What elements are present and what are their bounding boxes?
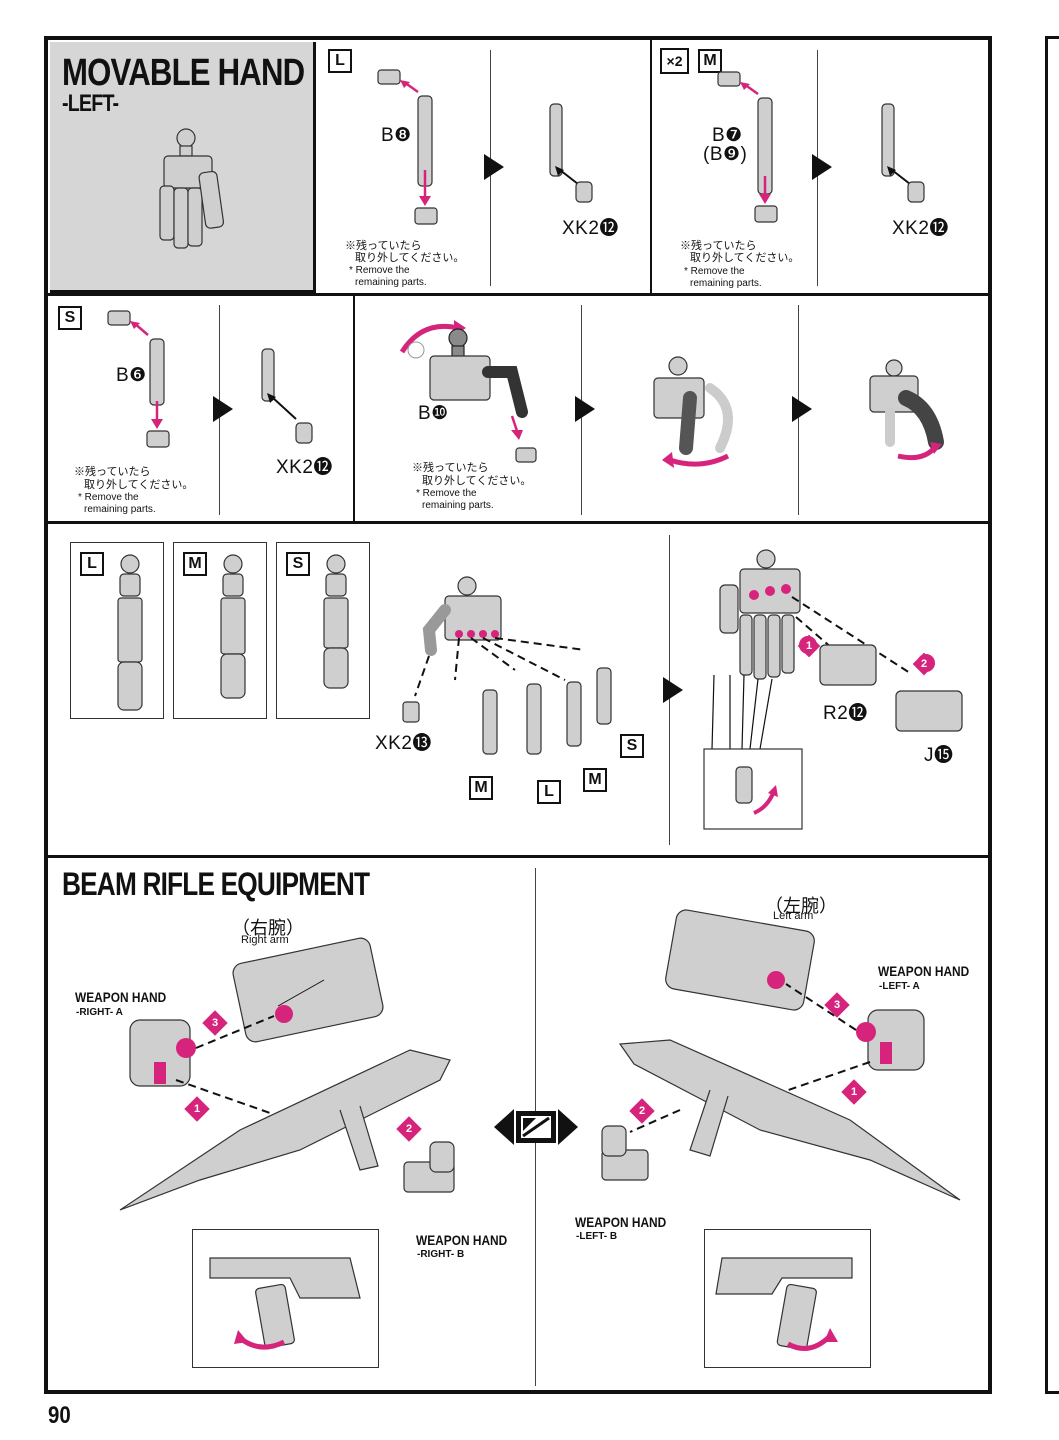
palm-final-illustration xyxy=(869,359,944,461)
palm-assembly-step xyxy=(399,320,537,463)
size-tag-s: S xyxy=(58,306,82,330)
part-label-xk2-13: XK2⓭ xyxy=(375,733,432,754)
weapon-hand-left-b-title: WEAPON HAND xyxy=(575,1214,667,1230)
finger-tag-m2: M xyxy=(583,768,607,792)
weapon-hand-right-a-sub: -RIGHT- A xyxy=(76,1007,123,1018)
finger-tag-s: S xyxy=(620,734,644,758)
part-label-xk2-12-s: XK2⓬ xyxy=(276,457,333,478)
divider-row1 xyxy=(48,293,988,296)
section-subtitle: -LEFT- xyxy=(62,90,119,117)
finger-s-sprue xyxy=(107,310,170,448)
beam-rifle-left-illustration xyxy=(601,909,961,1201)
right-arm-jp: （右腕） xyxy=(232,918,304,938)
weapon-hand-right-a-title: WEAPON HAND xyxy=(75,989,167,1005)
part-label-b9: (B❾) xyxy=(703,144,748,165)
part-label-xk2-12-m: XK2⓬ xyxy=(892,218,949,239)
part-label-b10: B❿ xyxy=(418,403,449,424)
weapon-hand-left-a-title: WEAPON HAND xyxy=(878,963,970,979)
next-arrow xyxy=(213,396,233,422)
back-plate-assembly xyxy=(703,549,963,830)
finger-m-sprue xyxy=(717,71,778,223)
finger-l-assembly xyxy=(549,103,593,203)
part-label-b7: B❼ xyxy=(712,125,743,146)
weapon-hand-left-b-sub: -LEFT- B xyxy=(576,1231,618,1242)
divider-row2 xyxy=(48,521,988,524)
weapon-hand-left-a-sub: -LEFT- A xyxy=(879,981,920,992)
page-number: 90 xyxy=(48,1402,71,1429)
finger-l-sprue xyxy=(377,69,438,225)
beam-rifle-title: BEAM RIFLE EQUIPMENT xyxy=(62,866,370,902)
beam-rifle-right-illustration xyxy=(119,937,455,1211)
finger-assembly-diagram xyxy=(402,576,612,755)
part-label-xk2-12-l: XK2⓬ xyxy=(562,218,619,239)
next-arrow xyxy=(484,154,504,180)
part-label-b6: B❻ xyxy=(116,365,147,386)
part-label-j15: J⓯ xyxy=(924,745,954,766)
palm-rotate-illustration xyxy=(653,356,733,468)
next-page-edge xyxy=(1045,36,1048,1394)
next-arrow xyxy=(575,396,595,422)
left-arm-en: Left arm xyxy=(773,910,814,922)
mirror-icon xyxy=(494,1109,578,1145)
weapon-hand-right-b-sub: -RIGHT- B xyxy=(417,1249,465,1260)
right-arm-en: Right arm xyxy=(241,934,289,946)
finger-s-assembly xyxy=(261,348,313,444)
hand-illustration xyxy=(159,128,225,249)
size-tag-l: L xyxy=(328,49,352,73)
part-label-r2-12: R2⓬ xyxy=(823,703,868,724)
weapon-hand-right-b-title: WEAPON HAND xyxy=(416,1232,508,1248)
left-arm-jp: （左腕） xyxy=(765,896,837,916)
size-tag-m: M xyxy=(698,49,722,73)
finger-tag-l: L xyxy=(537,780,561,804)
divider-row3 xyxy=(48,855,988,858)
finger-tag-m1: M xyxy=(469,776,493,800)
finger-m-assembly xyxy=(881,103,925,203)
next-arrow xyxy=(663,677,683,703)
next-arrow xyxy=(812,154,832,180)
next-arrow xyxy=(792,396,812,422)
section-title: MOVABLE HAND xyxy=(62,52,305,94)
part-label-b8: B❽ xyxy=(381,125,412,146)
multiplier-badge: ×2 xyxy=(660,48,689,74)
